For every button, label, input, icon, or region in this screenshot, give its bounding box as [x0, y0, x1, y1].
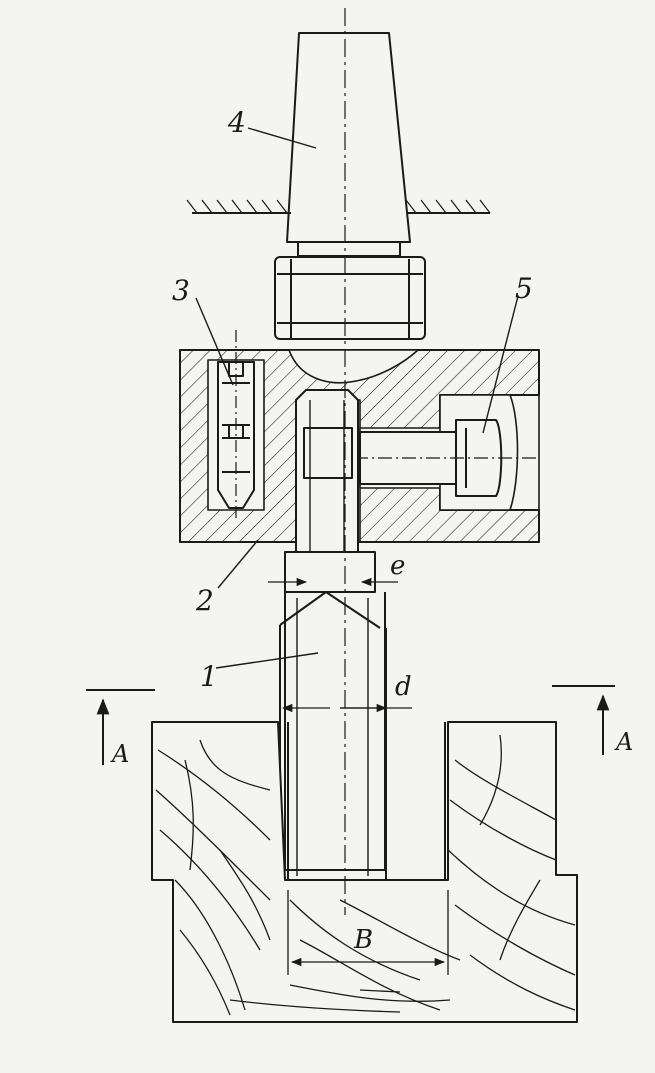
spindle-nut — [274, 256, 426, 340]
section-mark-left — [86, 689, 155, 765]
label-section-right: A — [614, 728, 633, 756]
section-mark-right — [552, 685, 615, 755]
label-part-1: 1 — [200, 660, 218, 693]
clamp-screw-5 — [330, 419, 540, 497]
router-bit-shank — [295, 389, 359, 553]
label-part-4: 4 — [227, 106, 246, 139]
label-dimension-e: e — [390, 551, 405, 581]
dimension-B — [287, 890, 449, 975]
machine-ground — [186, 199, 491, 214]
leader-lines — [195, 127, 519, 669]
router-bit-cutter — [279, 551, 387, 881]
label-dimension-B: B — [353, 925, 373, 955]
label-part-5: 5 — [515, 272, 533, 305]
label-part-2: 2 — [195, 584, 214, 617]
wood-workpiece — [151, 721, 578, 1023]
adjusting-screw-3 — [217, 330, 255, 520]
label-section-left: A — [110, 740, 129, 768]
label-part-3: 3 — [172, 274, 190, 307]
label-dimension-d: d — [395, 672, 412, 702]
